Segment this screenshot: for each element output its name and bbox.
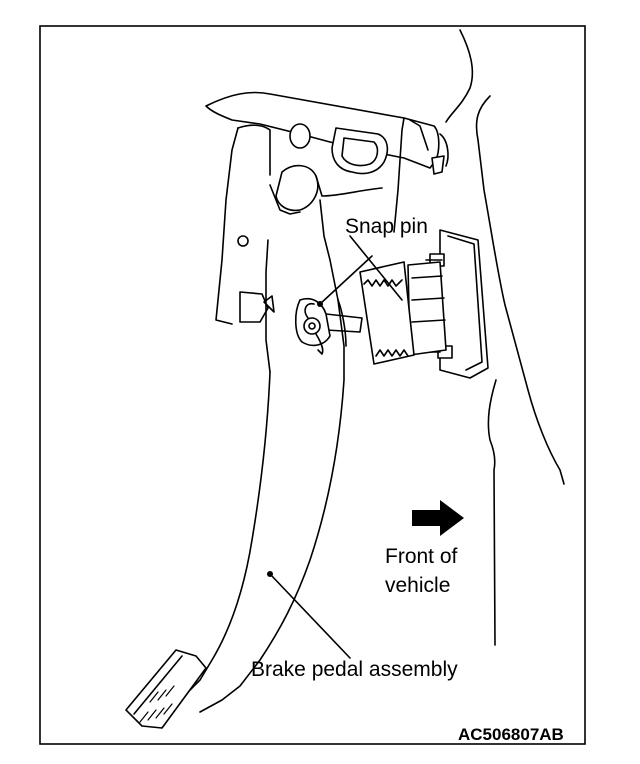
front-of-vehicle-label-line2: vehicle (385, 574, 450, 597)
leader-lines (267, 235, 403, 659)
pedal-upper-arm (265, 164, 383, 373)
booster-bellows (359, 261, 415, 365)
brake-pedal-lever (169, 299, 347, 713)
front-of-vehicle-label-line1: Front of (385, 545, 458, 568)
brake-pedal-pad (125, 649, 207, 729)
right-arrow-icon (412, 500, 464, 536)
brake-booster (407, 229, 489, 379)
figure-code: AC506807AB (458, 725, 564, 744)
brake-pedal-assembly-label: Brake pedal assembly (251, 658, 458, 681)
push-rod-clevis (294, 298, 363, 355)
pedal-bracket (205, 91, 449, 325)
snap-pin-label: Snap pin (345, 215, 428, 238)
vehicle-body-outline (445, 29, 565, 646)
diagram-border (39, 25, 586, 745)
